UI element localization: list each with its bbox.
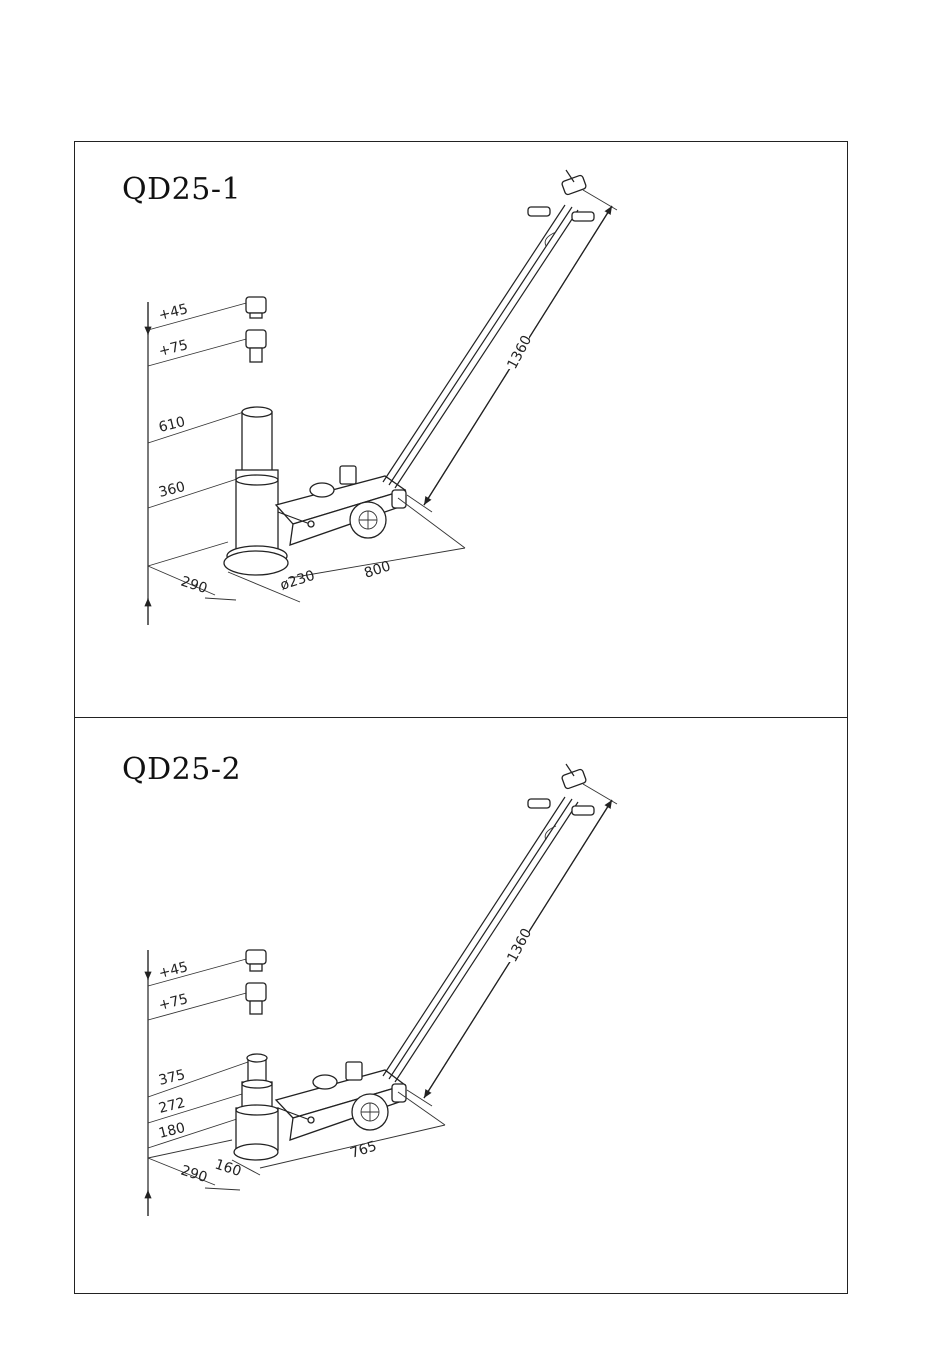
- dim-saddle-1: ø230: [278, 568, 317, 594]
- dim-length-1: 800: [362, 558, 392, 581]
- dim-max-height-2: 375: [157, 1067, 187, 1089]
- dim-length-2: 765: [348, 1138, 378, 1161]
- dim-mid-height-2: 272: [157, 1095, 187, 1117]
- dim-base-width-2: 290: [179, 1163, 209, 1186]
- dim-extension-75: +75: [157, 337, 190, 360]
- dim-base-width-1: 290: [179, 574, 209, 597]
- dim-max-height: 610: [157, 414, 187, 436]
- dim-extension-45: +45: [157, 301, 190, 324]
- dim-extension-75-2: +75: [157, 991, 190, 1014]
- dim-min-height-2: 180: [157, 1120, 187, 1142]
- jack-qd25-2: +45 +75 375 272 180: [148, 764, 617, 1216]
- dim-saddle-2: 160: [213, 1157, 243, 1180]
- jack-qd25-1: +45 +75 610 360: [148, 170, 617, 625]
- dim-min-height: 360: [157, 479, 187, 501]
- dim-extension-45-2: +45: [157, 959, 190, 982]
